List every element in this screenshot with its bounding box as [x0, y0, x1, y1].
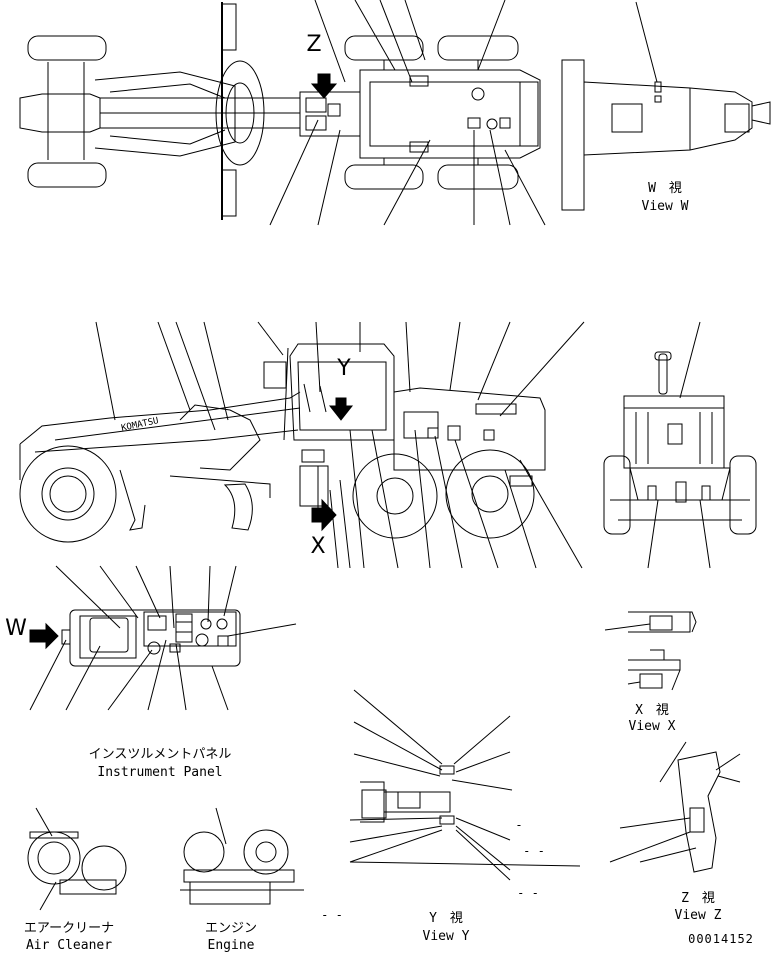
view-y-label-jp: Y 視 — [429, 911, 463, 926]
view-w-label-en: View W — [641, 199, 689, 214]
instrument-panel-label-en: Instrument Panel — [97, 765, 223, 780]
view-w-drawing — [561, 1, 771, 211]
view-z-drawing — [609, 741, 741, 873]
dash-mark-1: - — [515, 818, 523, 832]
arrow-letter-x: X — [310, 534, 326, 559]
view-z-label-jp: Z 視 — [681, 891, 715, 906]
air-cleaner-label-jp: エアークリーナ — [23, 921, 115, 936]
air-cleaner-label-en: Air Cleaner — [25, 938, 113, 953]
top-view — [19, 0, 546, 226]
arrow-letter-w: W — [5, 616, 27, 641]
dash-mark-2: - - — [523, 844, 545, 858]
view-y-label-en: View Y — [422, 929, 470, 944]
dash-mark-4: - - — [321, 908, 343, 922]
engine-label-en: Engine — [207, 938, 255, 953]
view-x-label-en: View X — [628, 719, 676, 734]
rear-view — [603, 321, 757, 569]
side-view — [19, 321, 585, 569]
air-cleaner-drawing — [27, 807, 127, 911]
view-x-label-jp: X 視 — [635, 703, 669, 718]
view-z-label-en: View Z — [674, 908, 722, 923]
arrow-letter-y: Y — [337, 356, 351, 381]
engine-drawing — [180, 807, 304, 905]
dash-mark-3: - - — [517, 886, 539, 900]
view-w-label-jp: W 視 — [648, 181, 682, 196]
view-x-drawing — [604, 611, 697, 691]
drawing-number: 00014152 — [688, 932, 754, 946]
engine-label-jp: エンジン — [204, 921, 257, 936]
view-y-drawing — [349, 689, 581, 881]
arrow-letter-z: Z — [306, 32, 322, 57]
instrument-panel-drawing — [29, 565, 297, 711]
instrument-panel-label-jp: インスツルメントパネル — [88, 747, 232, 762]
